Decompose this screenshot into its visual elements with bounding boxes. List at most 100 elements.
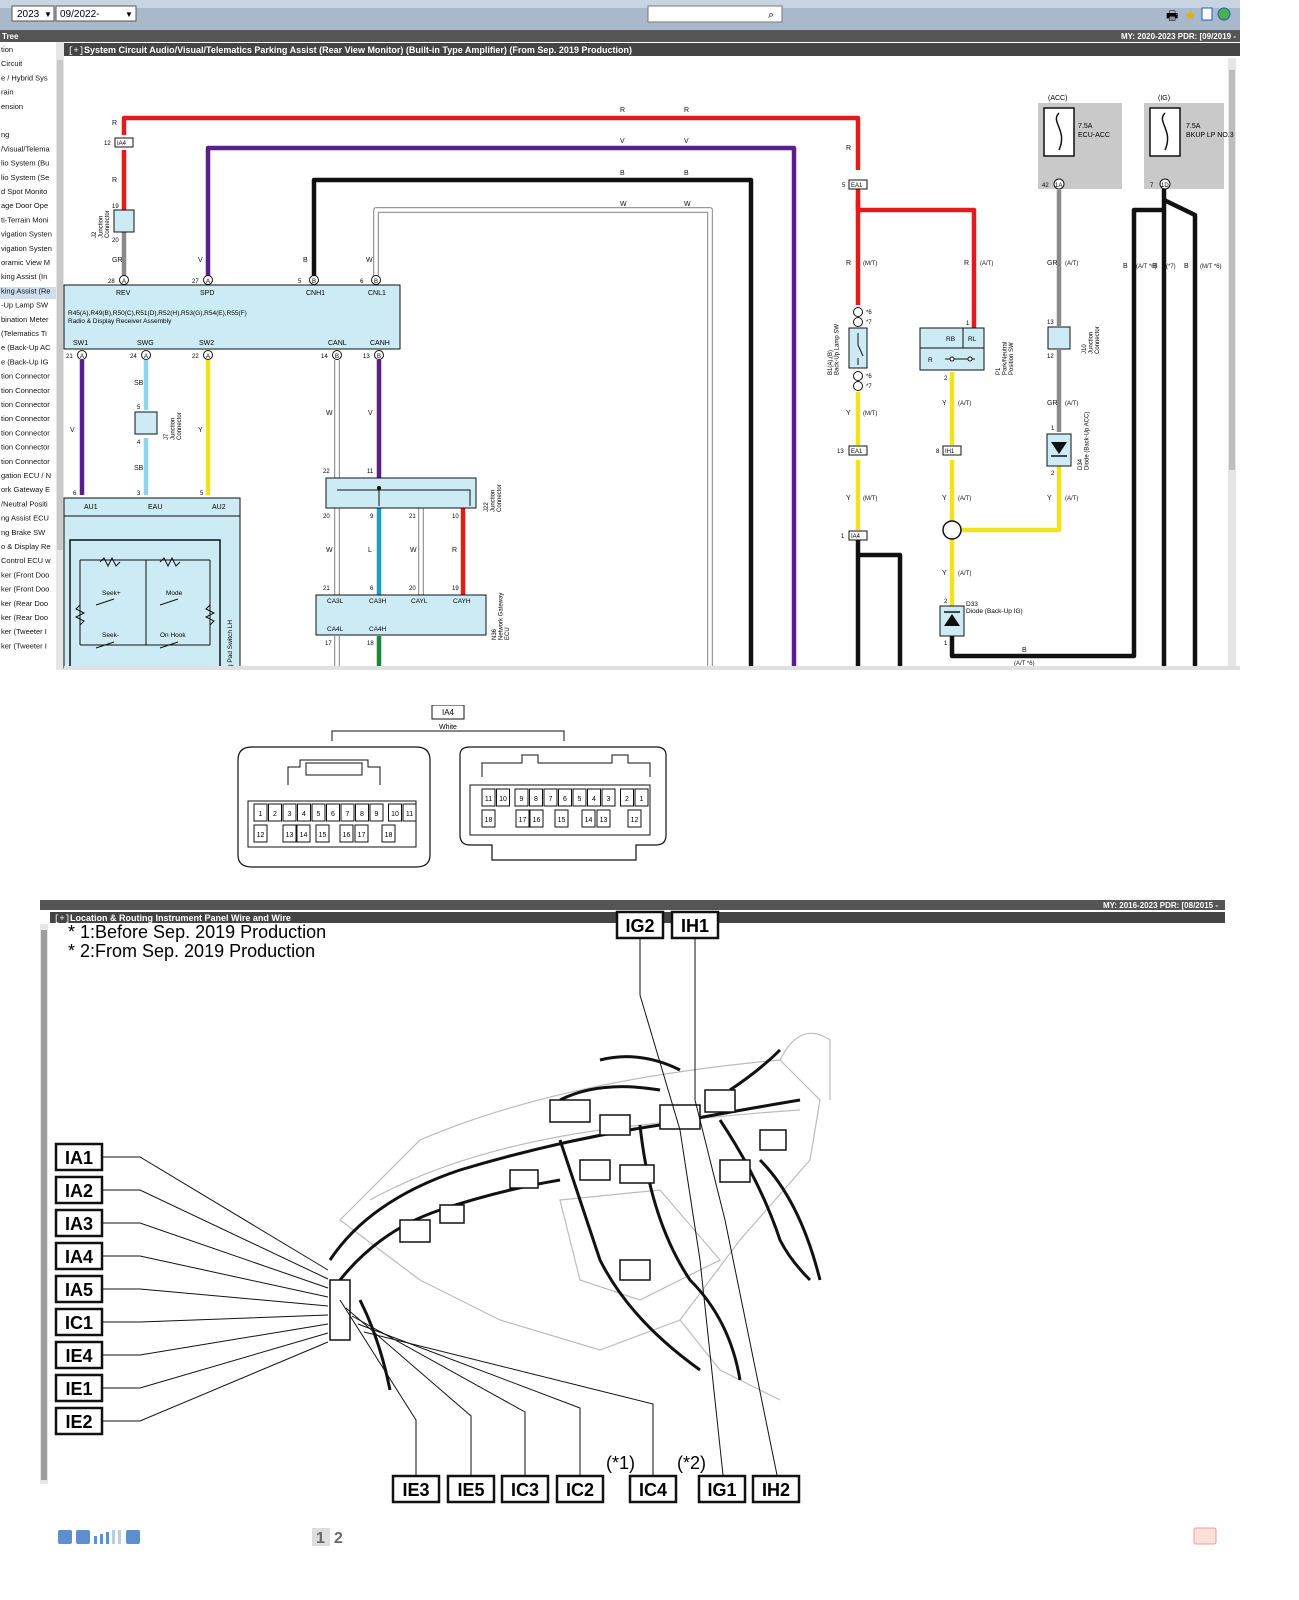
tree-item[interactable]: ker (Tweeter I [1,627,47,636]
callout-box[interactable] [697,1474,747,1504]
junction-j2: 19 20 J2JunctionConnector [92,204,135,244]
search-input[interactable] [647,5,783,23]
document-icon[interactable] [1201,7,1213,21]
tree-item[interactable]: vigation Systen [1,244,52,253]
backup-lamp-switch: *6 *7 *6 *7 B1(A),(B)Back-Up Lamp SW [828,307,872,391]
callout-box[interactable] [615,910,665,940]
callout-box[interactable] [54,1373,104,1403]
page-1-button[interactable] [312,1528,330,1546]
refresh-icon[interactable] [58,1530,72,1544]
tree-item[interactable]: e (Back-Up IG [1,357,49,366]
tree-item[interactable]: gation ECU / N [1,471,51,480]
callout-box[interactable] [555,1474,605,1504]
callout-label: IC3 [511,1480,539,1500]
tree-item[interactable]: e (Back-Up AC [1,343,51,352]
variant-label: (M/T *6) [1200,264,1222,270]
tree-item[interactable]: oramic View M [1,258,50,267]
tree-item[interactable]: ker (Rear Doo [1,599,48,608]
tree-item[interactable]: o & Display Re [1,542,51,551]
junction-j22: 22 11 20 9 21 10 J22JunctionConnector [323,469,503,520]
zoom-slider[interactable] [94,1536,97,1544]
receiver-code: R45(A),R49(B),R50(C),R51(D),R52(H),R53(G… [68,310,247,317]
wire-label: R [620,107,625,114]
callout-label: IC4 [639,1480,667,1500]
tree-item[interactable]: tion Connector [1,372,50,381]
tree-item[interactable]: e / Hybrid Sys [1,73,48,82]
cavity [620,788,634,807]
callout-box[interactable] [500,1474,550,1504]
tree-item[interactable]: Control ECU w [1,556,51,565]
tree-item[interactable]: ker (Front Doo [1,585,49,594]
bottom-note-1: (*1) [606,1453,635,1473]
tree-item[interactable]: Circuit [1,59,23,68]
tree-item[interactable]: king Assist (In [1,272,47,281]
d34-label: D34Diode (Back-Up ACC) [1078,412,1091,470]
callout-box[interactable] [391,1474,441,1504]
tree-item[interactable]: tion Connector [1,414,50,423]
tree-item[interactable]: lio System (Se [1,173,49,182]
tree-item[interactable]: king Assist (Re [1,286,51,295]
callout-label: IC1 [65,1313,93,1333]
zoom-out-icon[interactable] [76,1530,90,1544]
cavity [587,788,601,807]
connector-ih1-num: 8 [936,449,940,455]
tree-item[interactable]: lio System (Bu [1,159,49,168]
tree-item[interactable]: ti-Terrain Moni [1,215,49,224]
year-select[interactable]: 2023 ▼ [11,5,55,22]
tree-item[interactable]: ng [1,130,9,139]
zoom-in-icon[interactable] [126,1530,140,1544]
tree-item[interactable]: /Neutral Positi [1,499,48,508]
tree-item[interactable]: tion Connector [1,428,50,437]
pin-name: SWG [137,340,154,347]
tree-item[interactable]: vigation Systen [1,230,52,239]
pin-circle [371,275,381,285]
zoom-toolbar [58,1530,140,1544]
tree-item[interactable]: d Spot Monito [1,187,47,196]
tree-item[interactable]: ker (Tweeter I [1,641,47,650]
callout-box[interactable] [54,1274,104,1304]
cavity [627,809,642,828]
star-icon[interactable]: ★ [1184,7,1197,23]
pin-num: 18 [367,641,374,647]
globe-icon[interactable] [1217,7,1231,21]
cavity-num: 2 [625,796,629,803]
tree-item[interactable]: ker (Rear Doo [1,613,48,622]
tree-item[interactable]: bination Meter [1,315,49,324]
tree-item[interactable]: tion [1,45,13,54]
tree-item[interactable]: age Door Ope [1,201,48,210]
tree-item[interactable]: ork Gateway E [1,485,50,494]
tree-item[interactable]: -Up Lamp SW [1,301,49,310]
leader-line [357,1323,581,1476]
expand-icon[interactable]: [+] [68,46,84,56]
tree-item[interactable]: tion Connector [1,457,50,466]
variant-label: (A/T *6) [1136,264,1157,270]
search-box[interactable]: ⌕ [647,5,783,23]
callout-box[interactable] [54,1340,104,1370]
tree-item[interactable]: tion Connector [1,443,50,452]
pin-circle [141,350,151,360]
expand-icon[interactable]: [+] [54,914,70,924]
tree-item[interactable]: ker (Front Doo [1,570,49,579]
page-2-button[interactable]: 2 [334,1530,343,1547]
tree-item[interactable]: ension [1,102,23,111]
pin-name: CANL [328,340,347,347]
callout-box[interactable] [446,1474,496,1504]
callout-box[interactable] [670,910,720,940]
comment-icon[interactable] [1193,1527,1217,1545]
tree-item[interactable]: rain [1,88,14,97]
search-icon[interactable]: ⌕ [768,9,774,21]
callout-box[interactable] [628,1474,678,1504]
tree-item[interactable]: (Telematics Ti [1,329,47,338]
tree-item[interactable]: /Visual/Telema [1,144,50,153]
date-select[interactable]: 09/2022- ▼ [55,5,137,22]
callout-box[interactable] [751,1474,801,1504]
fuse-ig-num: 7 [1150,183,1154,189]
tree-item[interactable]: ng Assist ECU [1,514,49,523]
callout-box[interactable] [54,1142,104,1172]
cavity [634,788,649,807]
print-icon[interactable]: 🖶 [1166,8,1178,23]
tree-item[interactable]: tion Connector [1,400,50,409]
tree-item[interactable]: tion Connector [1,386,50,395]
diode-d34: 1 2 D34Diode (Back-Up ACC) [1046,412,1091,477]
tree-item[interactable]: ng Brake SW [1,528,46,537]
